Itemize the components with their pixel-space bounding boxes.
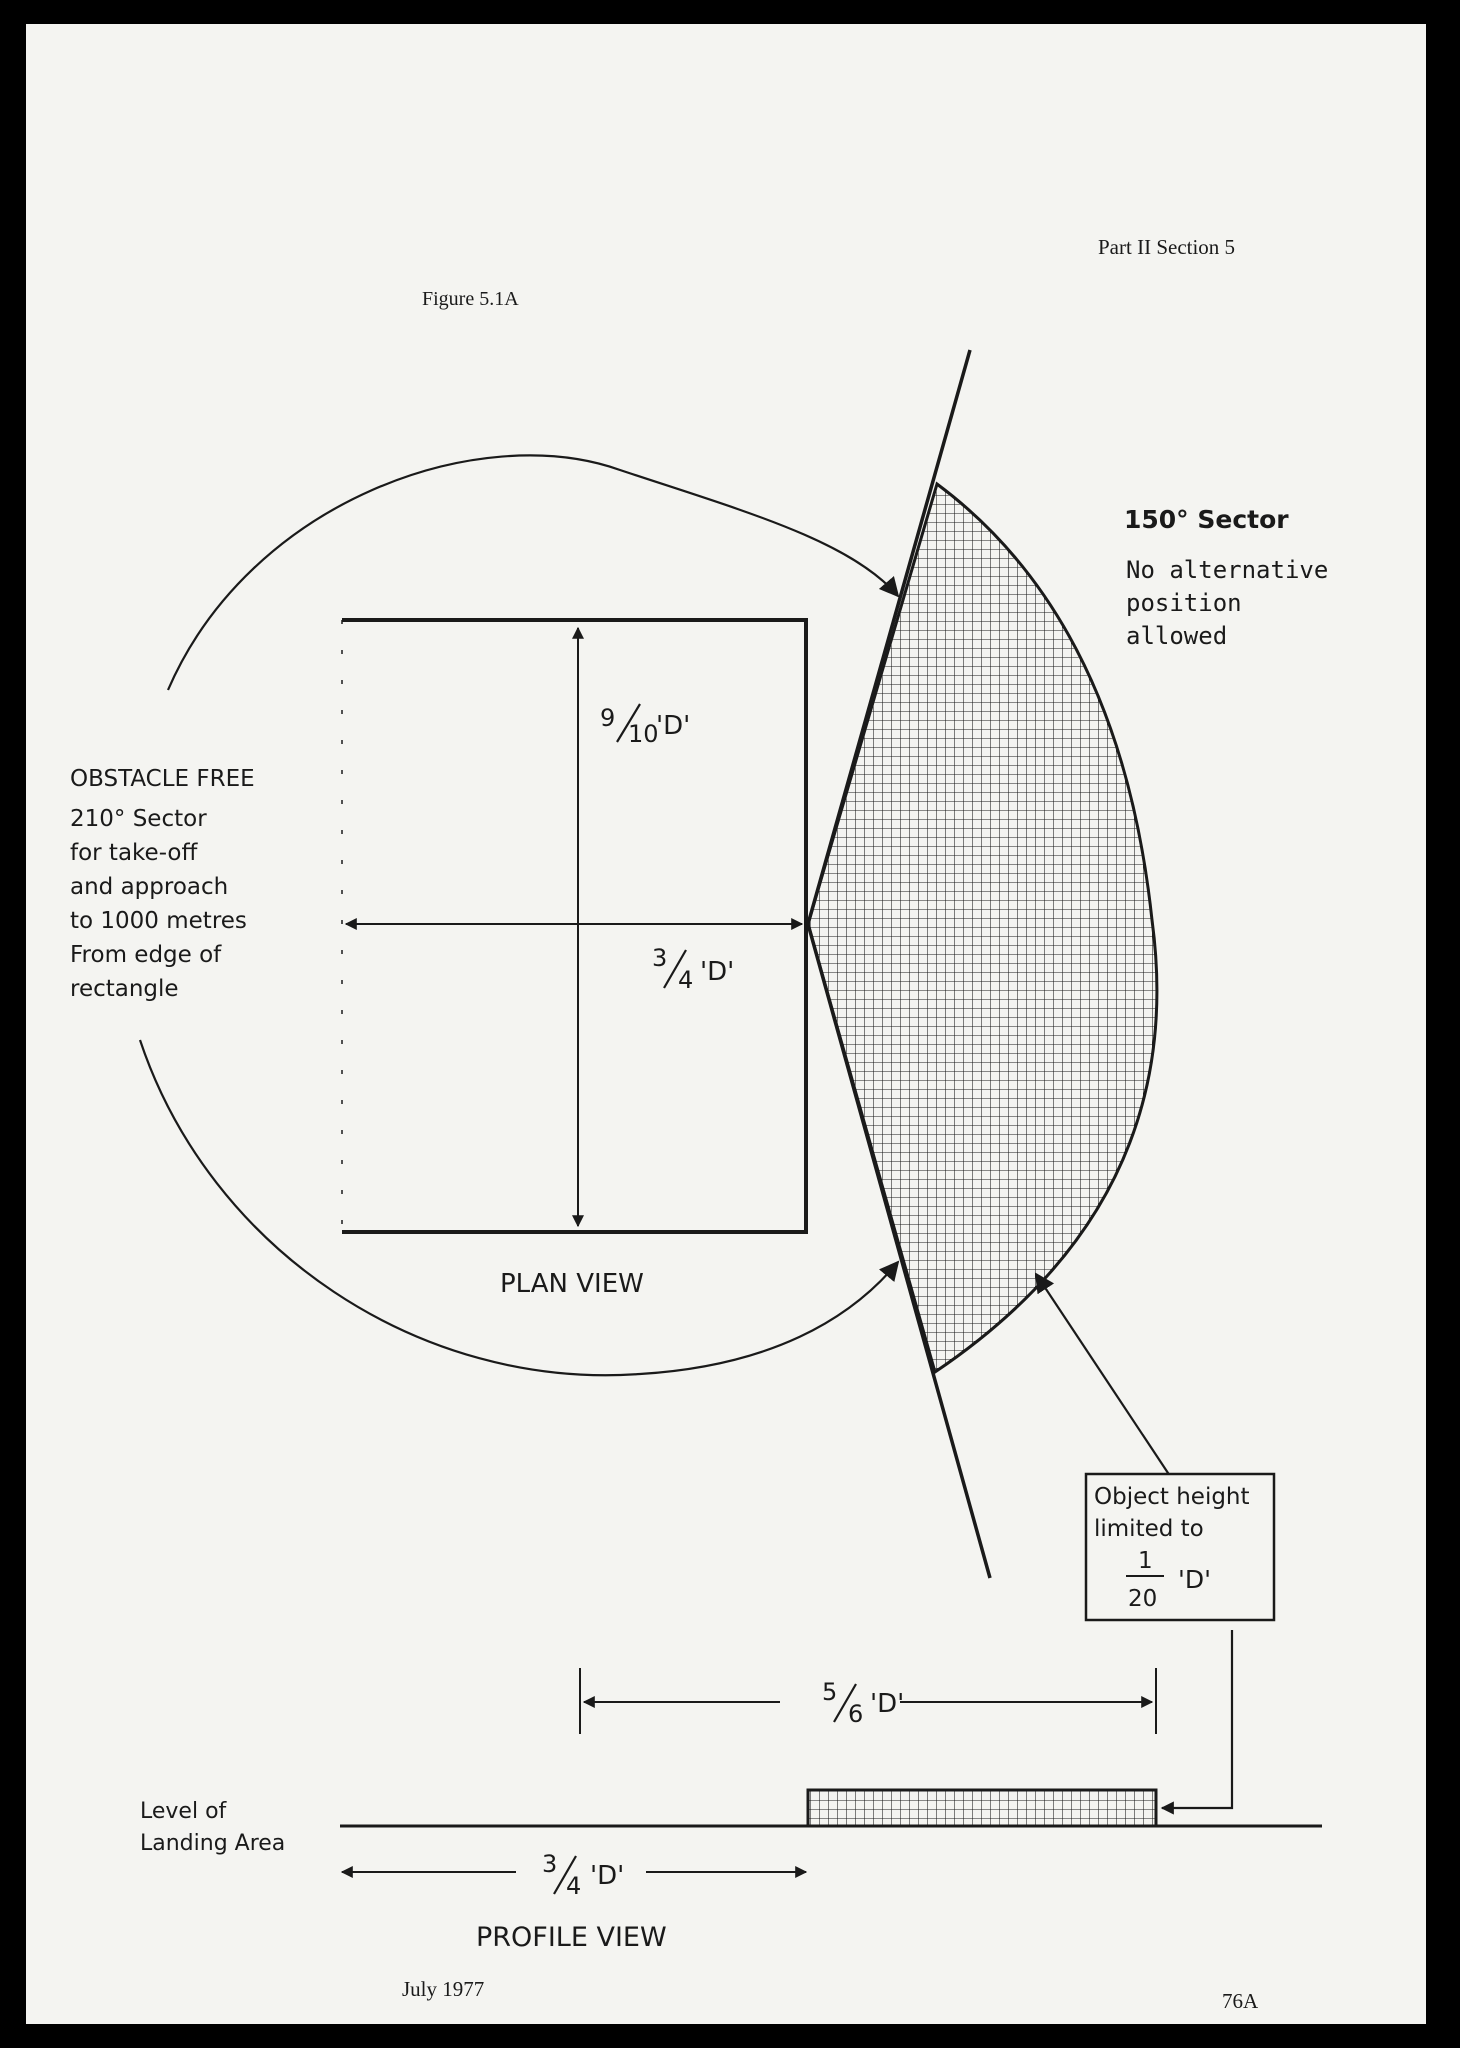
svg-text:for take-off: for take-off xyxy=(70,840,198,866)
callout-leader-arrow xyxy=(1034,1272,1171,1477)
sector-150-title: 150° Sector xyxy=(1124,505,1289,534)
svg-text:9: 9 xyxy=(600,704,615,732)
profile-bottom-dimension-label: 3 4 'D' xyxy=(542,1850,624,1900)
svg-text:3: 3 xyxy=(652,944,667,972)
plan-view-caption: PLAN VIEW xyxy=(500,1269,644,1299)
footer-date: July 1977 xyxy=(402,1977,484,2001)
sector-150-hatched-area xyxy=(806,481,1159,1375)
sector-lower-boundary-line xyxy=(806,923,992,1579)
svg-text:position: position xyxy=(1126,589,1242,617)
callout-box xyxy=(1084,1472,1276,1622)
svg-text:No alternative: No alternative xyxy=(1126,556,1328,584)
svg-text:Landing Area: Landing Area xyxy=(140,1831,285,1856)
obstacle-free-note: OBSTACLE FREE 210° Sector for take-off a… xyxy=(70,766,255,1002)
svg-text:OBSTACLE FREE: OBSTACLE FREE xyxy=(70,766,255,792)
profile-view-caption: PROFILE VIEW xyxy=(476,1922,667,1953)
callout-profile-leader xyxy=(1160,1630,1234,1815)
svg-text:limited to: limited to xyxy=(1094,1516,1204,1542)
svg-text:and approach: and approach xyxy=(70,874,228,900)
svg-text:Object height: Object height xyxy=(1094,1484,1250,1510)
width-dimension-label: 3 4 'D' xyxy=(652,944,734,994)
svg-text:10: 10 xyxy=(628,720,659,748)
svg-text:20: 20 xyxy=(1128,1586,1157,1612)
svg-text:Level of: Level of xyxy=(140,1799,228,1824)
sector-150-note: No alternative position allowed xyxy=(1126,556,1328,650)
section-header: Part II Section 5 xyxy=(1098,235,1235,259)
svg-text:to 1000 metres: to 1000 metres xyxy=(70,908,247,934)
callout-text: Object height limited to 1 20 'D' xyxy=(1094,1484,1250,1612)
svg-text:'D': 'D' xyxy=(700,957,734,987)
svg-text:210° Sector: 210° Sector xyxy=(70,806,207,832)
svg-text:'D': 'D' xyxy=(1178,1565,1211,1594)
level-of-landing-area-label: Level of Landing Area xyxy=(140,1799,285,1856)
profile-top-dimension-gap xyxy=(780,1682,900,1722)
svg-text:'D': 'D' xyxy=(656,711,690,741)
svg-text:3: 3 xyxy=(542,1850,557,1878)
svg-text:'D': 'D' xyxy=(870,1689,904,1719)
profile-obstacle-zone xyxy=(806,1788,1158,1828)
landing-rectangle xyxy=(342,618,808,1234)
svg-text:5: 5 xyxy=(822,1678,837,1706)
svg-text:'D': 'D' xyxy=(590,1861,624,1891)
profile-top-dimension-label: 5 6 'D' xyxy=(822,1678,904,1728)
svg-text:From edge of: From edge of xyxy=(70,942,222,968)
sector-upper-boundary-line xyxy=(806,349,972,925)
svg-text:6: 6 xyxy=(848,1700,863,1728)
obstacle-free-arc-lower xyxy=(138,1039,900,1377)
svg-text:4: 4 xyxy=(678,966,693,994)
height-dimension-label: 9 10 'D' xyxy=(600,703,690,748)
svg-text:4: 4 xyxy=(566,1872,581,1900)
svg-text:allowed: allowed xyxy=(1126,622,1227,650)
figure-title: Figure 5.1A xyxy=(422,288,519,310)
svg-text:1: 1 xyxy=(1138,1548,1153,1574)
paper-sheet xyxy=(26,24,1426,2024)
footer-page-number: 76A xyxy=(1222,1989,1259,2013)
profile-bottom-dimension-gap xyxy=(516,1846,646,1894)
svg-text:rectangle: rectangle xyxy=(70,976,179,1002)
obstacle-free-arc-upper xyxy=(166,454,900,691)
